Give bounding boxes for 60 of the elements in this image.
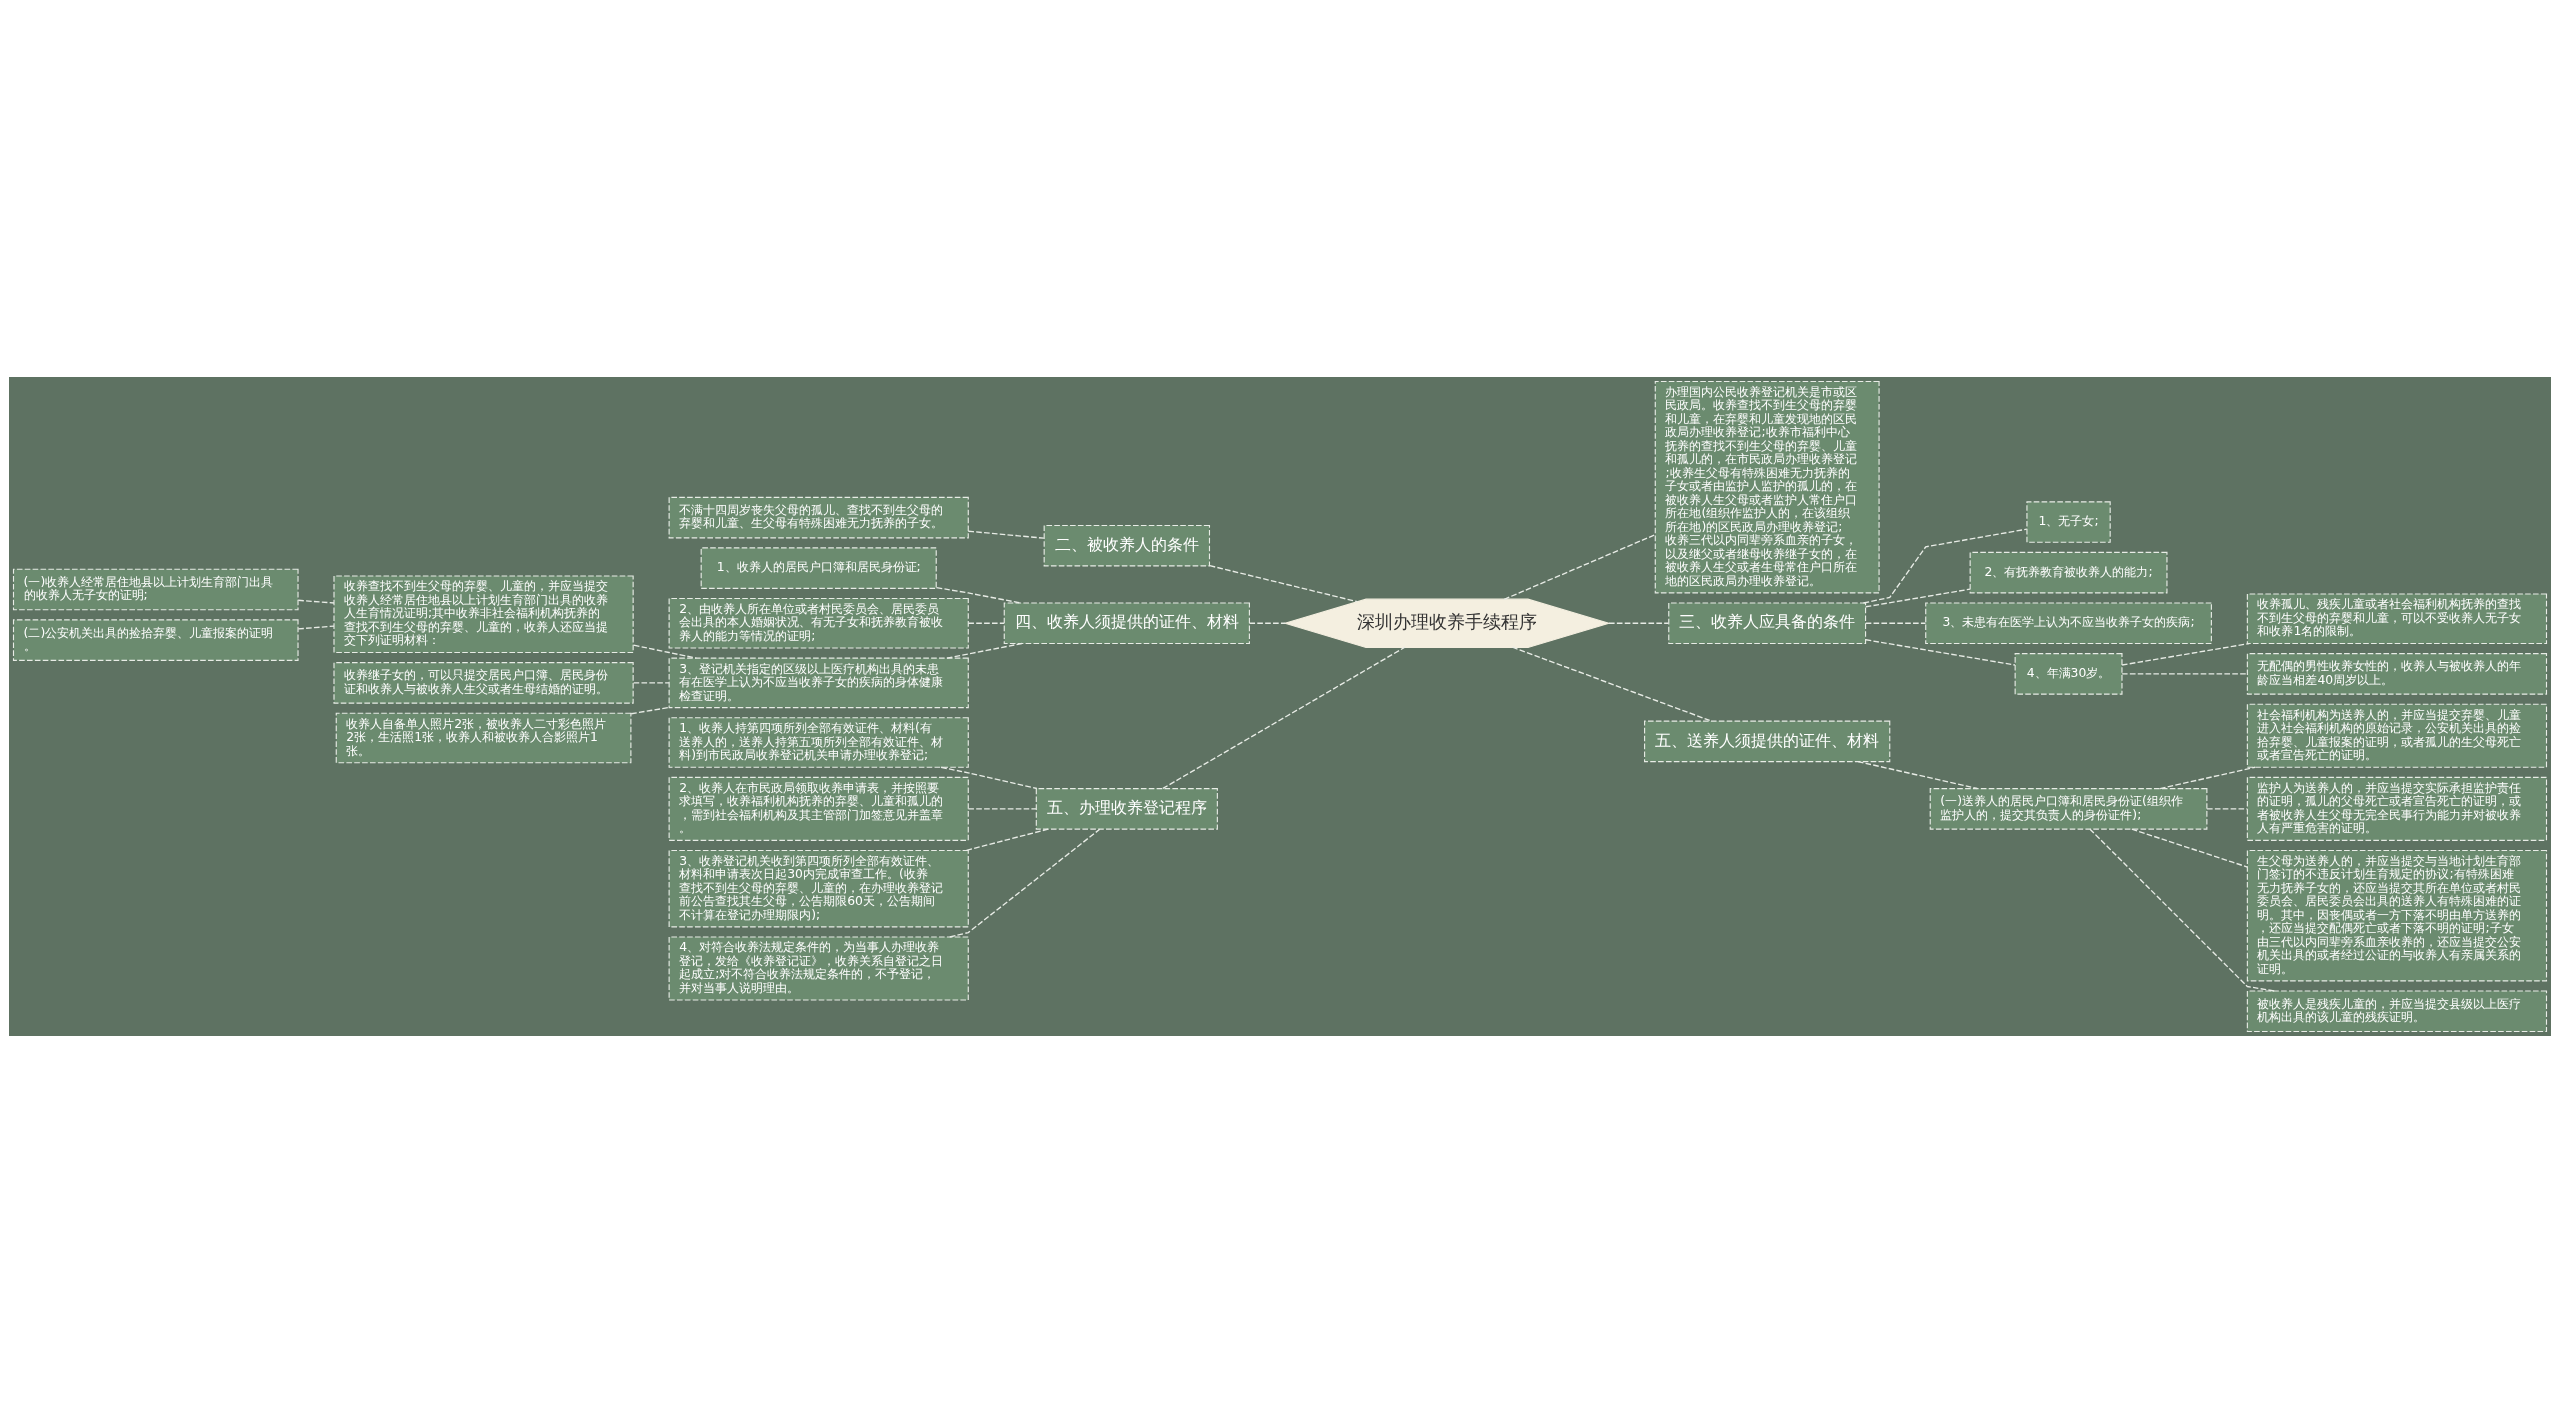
connector — [1865, 588, 1971, 608]
connector — [632, 644, 698, 659]
connector — [2206, 808, 2248, 810]
connector — [1209, 565, 1358, 603]
node-box: (一)收养人经常居住地县以上计划生育部门出具的收养人无子女的证明; — [12, 568, 299, 611]
connector — [1865, 639, 2016, 666]
node-box: 2、收养人在市民政局领取收养申请表，并按照要求填写，收养福利机构抚养的弃婴、儿童和孤儿的，需到社会福利机构及其主管部门加签意见并盖章。 — [668, 776, 969, 841]
connector — [1503, 533, 1656, 600]
node-box: 4、对符合收养法规定条件的，为当事人办理收养登记，发给《收养登记证》，收养关系自登记之日起成立;对不符合收养法规定条件的，不予登记，并对当事人说明理由。 — [668, 936, 969, 1001]
node-box: 四、收养人须提供的证件、材料 — [1003, 602, 1250, 645]
node-box: 3、收养登记机关收到第四项所列全部有效证件、材料和申请表次日起30内完成审查工作。(收养查找不到生父母的弃婴、儿童的，在办理收养登记前公告查找其生父母，公告期限60天，公告期间不计算在登记办理期限内); — [668, 849, 969, 928]
connector — [967, 622, 1005, 624]
connector — [2131, 828, 2248, 868]
connector — [1857, 760, 1978, 790]
node-box: 社会福利机构为送养人的，并应当提交弃婴、儿童进入社会福利机构的原始记录，公安机关出具的捡拾弃婴、儿童报案的证明，或者孤儿的生父母死亡或者宣告死亡的证明。 — [2246, 703, 2548, 768]
connector — [967, 530, 1045, 539]
node-box: 三、收养人应具备的条件 — [1668, 602, 1867, 645]
node-box: 2、由收养人所在单位或者村民委员会、居民委员会出具的本人婚姻状况、有无子女和抚养教育被收养人的能力等情况的证明; — [668, 598, 969, 649]
connector — [2089, 828, 2275, 992]
node-box: 五、办理收养登记程序 — [1035, 788, 1218, 830]
node-box: 二、被收养人的条件 — [1043, 524, 1211, 567]
connector — [630, 706, 670, 715]
connector — [935, 586, 1022, 604]
node-box: 无配偶的男性收养女性的，收养人与被收养人的年龄应当相差40周岁以上。 — [2246, 653, 2548, 695]
connector — [297, 599, 335, 604]
node-box: 2、有抚养教育被收养人的能力; — [1969, 551, 2168, 594]
connector — [1865, 622, 1927, 624]
connector — [1511, 646, 1712, 722]
node-box: 3、未患有在医学上认为不应当收养子女的疾病; — [1925, 602, 2212, 645]
node-box: 五、送养人须提供的证件、材料 — [1644, 720, 1891, 763]
node-box: 收养查找不到生父母的弃婴、儿童的，并应当提交收养人经常居住地县以上计划生育部门出具的收养人生育情况证明;其中收养非社会福利机构抚养的查找不到生父母的弃婴、儿童的，收养人还应当提交下列证明材料： — [333, 575, 634, 654]
connector — [1862, 528, 2028, 604]
node-box: 不满十四周岁丧失父母的孤儿、查找不到生父母的弃婴和儿童、生父母有特殊困难无力抚养的子女。 — [668, 496, 969, 539]
connector — [297, 625, 335, 630]
node-box: 4、年满30岁。 — [2014, 653, 2123, 695]
node-box: 监护人为送养人的，并应当提交实际承担监护责任的证明，孤儿的父母死亡或者宣告死亡的证明，或者被收养人生父母无完全民事行为能力并对被收养人有严重危害的证明。 — [2246, 776, 2548, 841]
connector — [940, 766, 1038, 790]
node-box: 生父母为送养人的，并应当提交与当地计划生育部门签订的不违反计划生育规定的协议;有特殊困难无力抚养子女的，还应当提交其所在单位或者村民委员会、居民委员会出具的送养人有特殊困难的证明。其中，因丧偶或者一方下落不明由单方送养的，还应当提交配偶死亡或者下落不明的证明;子女由三代以内同辈旁系血亲收养的，还应当提交公安机关出具的或者经过公证的与收养人有亲属关系的证明。 — [2246, 849, 2548, 982]
node-box: 1、收养人持第四项所列全部有效证件、材料(有送养人的，送养人持第五项所列全部有效证件、材料)到市民政局收养登记机关申请办理收养登记; — [668, 717, 969, 768]
node-box: 收养人自备单人照片2张，被收养人二寸彩色照片2张，生活照1张，收养人和被收养人合影照片1张。 — [335, 712, 632, 764]
connector — [946, 642, 1023, 659]
connector — [632, 682, 670, 684]
connector — [1608, 622, 1670, 624]
connector — [949, 828, 1101, 938]
node-box: 被收养人是残疾儿童的，并应当提交县级以上医疗机构出具的该儿童的残疾证明。 — [2246, 990, 2548, 1033]
connector — [965, 828, 1049, 852]
connector — [2159, 766, 2256, 790]
node-box: 1、收养人的居民户口簿和居民身份证; — [700, 547, 937, 589]
node-box: (一)送养人的居民户口簿和居民身份证(组织作监护人的，提交其负责人的身份证件); — [1929, 788, 2208, 830]
node-box: 收养继子女的，可以只提交居民户口簿、居民身份证和收养人与被收养人生父或者生母结婚的证明。 — [333, 662, 634, 704]
node-box: 收养孤儿、残疾儿童或者社会福利机构抚养的查找不到生父母的弃婴和儿童，可以不受收养人无子女和收养1名的限制。 — [2246, 593, 2548, 645]
node-box: 办理国内公民收养登记机关是市或区民政局。收养查找不到生父母的弃婴和儿童，在弃婴和儿童发现地的区民政局办理收养登记;收养市福利中心抚养的查找不到生父母的弃婴、儿童和孤儿的，在市民政局办理收养登记;收养生父母有特殊困难无力抚养的子女或者由监护人监护的孤儿的，在被收养人生父母或者监护人常住户口所在地(组织作监护人的，在该组织所在地)的区民政局办理收养登记;收养三代以内同辈旁系血亲的子女，以及继父或者继母收养继子女的，在被收养人生父或者生母常住户口所在地的区民政局办理收养登记。 — [1654, 380, 1880, 594]
connector — [2121, 673, 2248, 675]
node-box: (二)公安机关出具的捡拾弃婴、儿童报案的证明。 — [12, 619, 299, 661]
connector — [2121, 642, 2250, 666]
connector — [1248, 622, 1286, 624]
node-box: 3、登记机关指定的区级以上医疗机构出具的未患有在医学上认为不应当收养子女的疾病的身体健康检查证明。 — [668, 657, 969, 709]
node-box: 1、无子女; — [2026, 501, 2111, 543]
connector — [1162, 646, 1406, 790]
connector — [967, 808, 1037, 810]
